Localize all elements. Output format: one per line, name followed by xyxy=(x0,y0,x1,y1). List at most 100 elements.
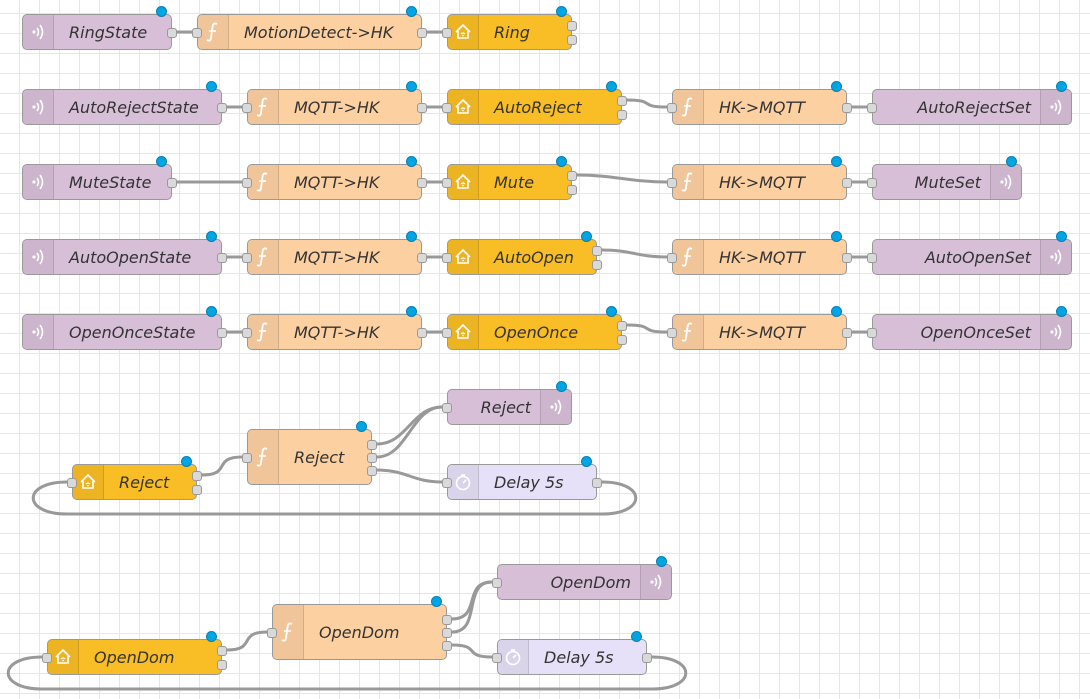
wire-n16-n17[interactable] xyxy=(601,248,668,259)
input-port[interactable] xyxy=(242,453,252,463)
input-port[interactable] xyxy=(442,478,452,488)
mqtt-node-autoopenset[interactable]: AutoOpenSet xyxy=(867,231,1072,275)
delay-node-delay-5s[interactable]: Delay 5s xyxy=(492,631,652,675)
output-port-1[interactable] xyxy=(217,253,227,263)
input-port[interactable] xyxy=(42,653,52,663)
output-port-1[interactable] xyxy=(842,178,852,188)
output-port-1[interactable] xyxy=(592,478,602,488)
input-port[interactable] xyxy=(267,628,277,638)
input-port[interactable] xyxy=(667,103,677,113)
wire-n25-n27[interactable] xyxy=(376,468,443,484)
mqtt-node-ringstate[interactable]: RingState xyxy=(22,6,177,50)
input-port[interactable] xyxy=(867,103,877,113)
homekit-node-opendom[interactable]: OpenDom xyxy=(42,631,227,675)
output-port-1[interactable] xyxy=(617,96,627,106)
function-node-mqtt-hk[interactable]: MQTT->HK xyxy=(242,231,427,275)
wire-n27-n26[interactable] xyxy=(31,480,638,516)
wire-n29-n31[interactable] xyxy=(451,643,493,659)
function-node-mqtt-hk[interactable]: MQTT->HK xyxy=(242,156,427,200)
output-port-1[interactable] xyxy=(842,103,852,113)
output-port-1[interactable] xyxy=(417,103,427,113)
output-port-1[interactable] xyxy=(417,253,427,263)
mqtt-node-autoopenstate[interactable]: AutoOpenState xyxy=(22,231,227,275)
wire-n21-n22[interactable] xyxy=(626,323,668,334)
input-port[interactable] xyxy=(192,28,202,38)
mqtt-node-mutestate[interactable]: MuteState xyxy=(22,156,177,200)
function-node-motiondetect-hk[interactable]: MotionDetect->HK xyxy=(192,6,427,50)
wire-n11-n12[interactable] xyxy=(576,173,668,184)
homekit-node-reject[interactable]: Reject xyxy=(67,456,202,500)
homekit-node-autoreject[interactable]: AutoReject xyxy=(442,81,627,125)
output-port-1[interactable] xyxy=(217,328,227,338)
function-node-reject[interactable]: Reject xyxy=(242,421,377,485)
output-port-2[interactable] xyxy=(192,485,202,495)
mqtt-node-openonceset[interactable]: OpenOnceSet xyxy=(867,306,1072,350)
mqtt-node-reject[interactable]: Reject xyxy=(442,381,572,425)
output-port-2[interactable] xyxy=(617,335,627,345)
input-port[interactable] xyxy=(442,28,452,38)
output-port-1[interactable] xyxy=(842,253,852,263)
input-port[interactable] xyxy=(442,328,452,338)
input-port[interactable] xyxy=(242,178,252,188)
mqtt-node-muteset[interactable]: MuteSet xyxy=(867,156,1022,200)
output-port-1[interactable] xyxy=(192,471,202,481)
function-node-hk-mqtt[interactable]: HK->MQTT xyxy=(667,306,852,350)
output-port-2[interactable] xyxy=(367,453,377,463)
input-port[interactable] xyxy=(442,178,452,188)
wire-n25-n24[interactable] xyxy=(376,405,443,459)
input-port[interactable] xyxy=(667,178,677,188)
homekit-node-ring[interactable]: Ring xyxy=(442,6,577,50)
output-port-1[interactable] xyxy=(567,21,577,31)
output-port-3[interactable] xyxy=(442,641,452,651)
homekit-node-openonce[interactable]: OpenOnce xyxy=(442,306,627,350)
output-port-1[interactable] xyxy=(842,328,852,338)
output-port-2[interactable] xyxy=(567,185,577,195)
input-port[interactable] xyxy=(67,478,77,488)
function-node-mqtt-hk[interactable]: MQTT->HK xyxy=(242,81,427,125)
wire-n6-n7[interactable] xyxy=(626,98,668,109)
output-port-1[interactable] xyxy=(442,615,452,625)
output-port-1[interactable] xyxy=(417,178,427,188)
output-port-3[interactable] xyxy=(367,466,377,476)
input-port[interactable] xyxy=(867,178,877,188)
output-port-2[interactable] xyxy=(592,260,602,270)
output-port-1[interactable] xyxy=(367,440,377,450)
output-port-1[interactable] xyxy=(167,28,177,38)
input-port[interactable] xyxy=(667,253,677,263)
input-port[interactable] xyxy=(667,328,677,338)
output-port-2[interactable] xyxy=(442,628,452,638)
input-port[interactable] xyxy=(242,103,252,113)
wire-n29-n28[interactable] xyxy=(451,580,493,634)
output-port-2[interactable] xyxy=(567,35,577,45)
wire-n30-n29[interactable] xyxy=(226,630,268,652)
wire-n26-n25[interactable] xyxy=(201,455,243,477)
delay-node-delay-5s[interactable]: Delay 5s xyxy=(442,456,602,500)
output-port-1[interactable] xyxy=(417,28,427,38)
function-node-hk-mqtt[interactable]: HK->MQTT xyxy=(667,156,852,200)
mqtt-node-autorejectstate[interactable]: AutoRejectState xyxy=(22,81,227,125)
homekit-node-mute[interactable]: Mute xyxy=(442,156,577,200)
function-node-hk-mqtt[interactable]: HK->MQTT xyxy=(667,231,852,275)
input-port[interactable] xyxy=(492,578,502,588)
output-port-1[interactable] xyxy=(617,321,627,331)
output-port-1[interactable] xyxy=(167,178,177,188)
input-port[interactable] xyxy=(442,253,452,263)
mqtt-node-opendom[interactable]: OpenDom xyxy=(492,556,672,600)
output-port-1[interactable] xyxy=(567,171,577,181)
function-node-mqtt-hk[interactable]: MQTT->HK xyxy=(242,306,427,350)
function-node-opendom[interactable]: OpenDom xyxy=(267,596,452,660)
mqtt-node-autorejectset[interactable]: AutoRejectSet xyxy=(867,81,1072,125)
output-port-1[interactable] xyxy=(642,653,652,663)
input-port[interactable] xyxy=(442,103,452,113)
mqtt-node-openoncestate[interactable]: OpenOnceState xyxy=(22,306,227,350)
input-port[interactable] xyxy=(242,328,252,338)
output-port-2[interactable] xyxy=(617,110,627,120)
input-port[interactable] xyxy=(492,653,502,663)
output-port-1[interactable] xyxy=(217,103,227,113)
output-port-2[interactable] xyxy=(217,660,227,670)
input-port[interactable] xyxy=(867,328,877,338)
input-port[interactable] xyxy=(442,403,452,413)
output-port-1[interactable] xyxy=(592,246,602,256)
homekit-node-autoopen[interactable]: AutoOpen xyxy=(442,231,602,275)
